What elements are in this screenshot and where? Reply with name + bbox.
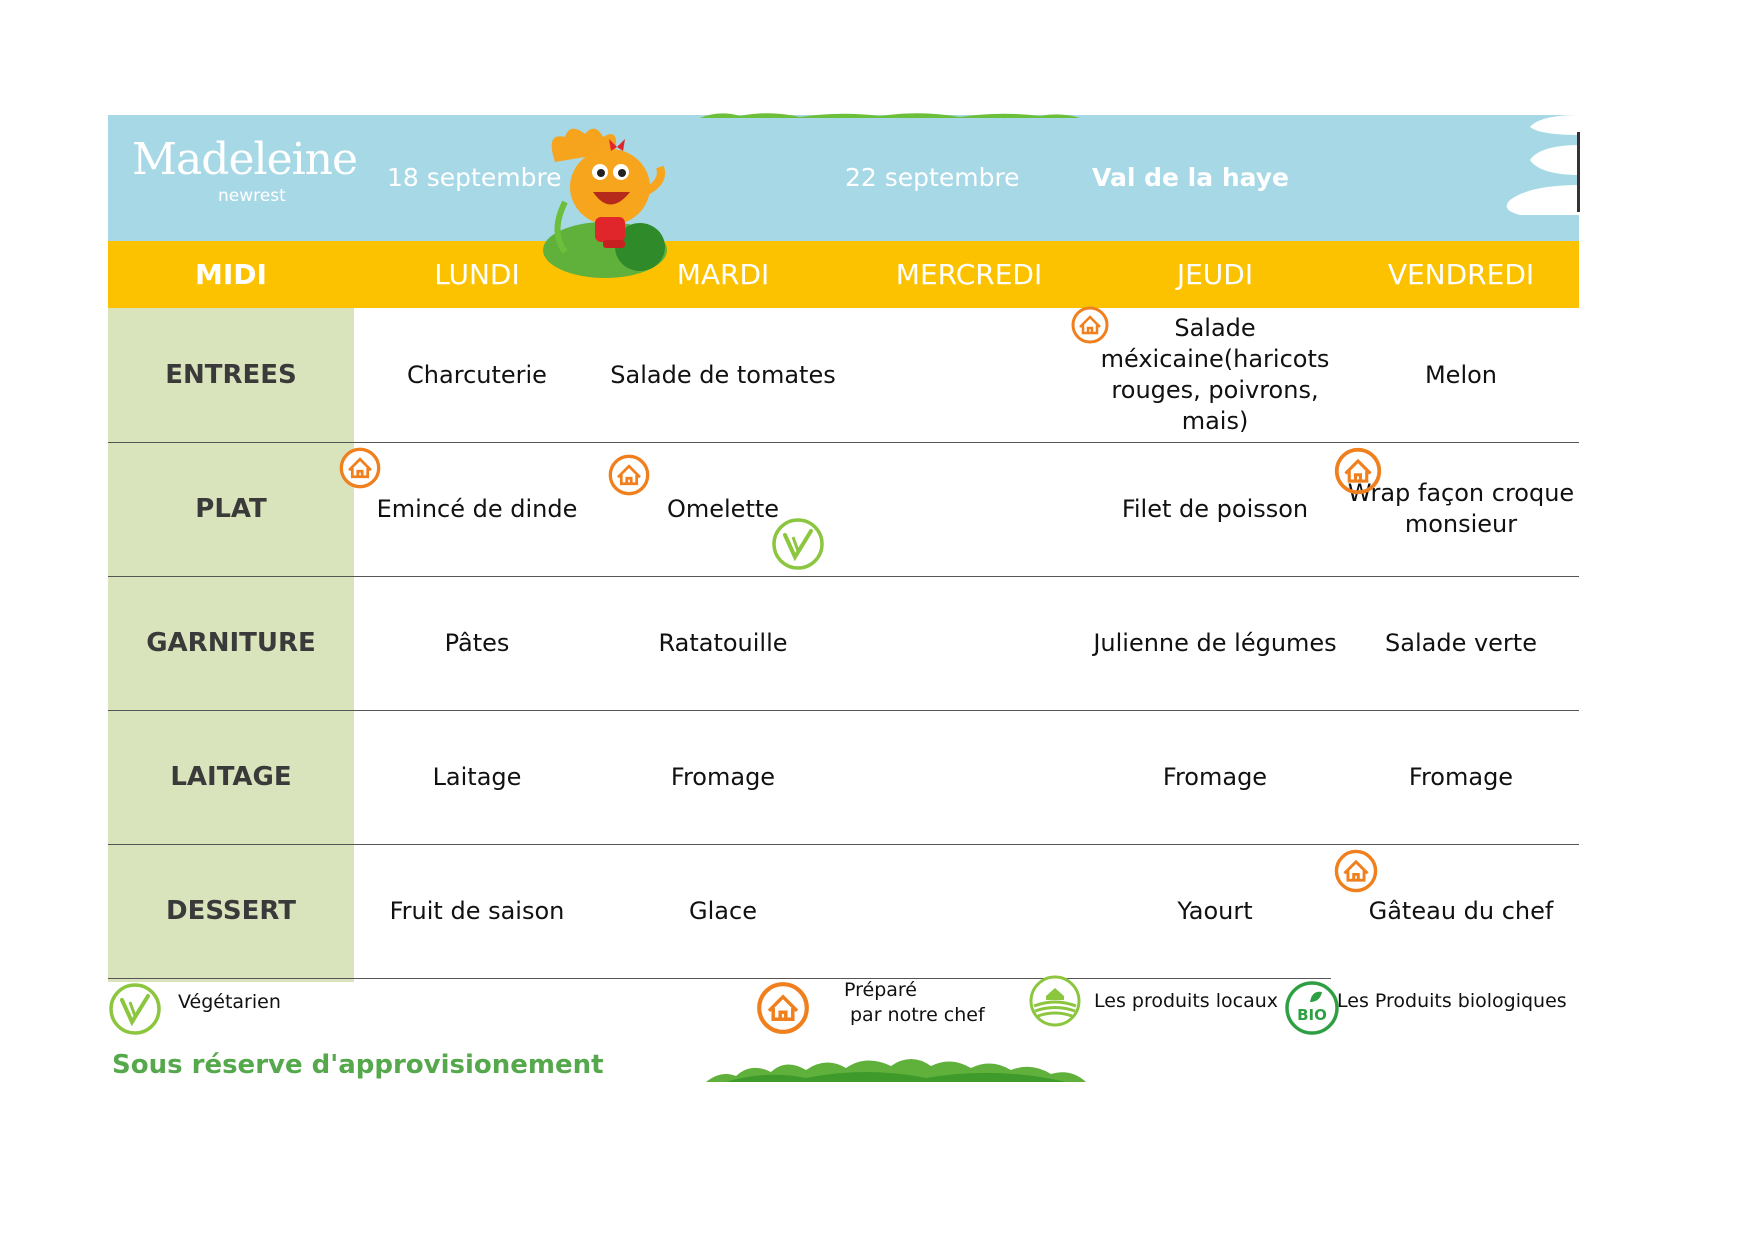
chef-house-icon: [1334, 447, 1382, 495]
row-divider: [108, 844, 1579, 845]
site-name: Val de la haye: [1092, 163, 1289, 192]
column-header-jeudi: JEUDI: [1176, 258, 1254, 291]
column-header-vendredi: VENDREDI: [1387, 258, 1535, 291]
menu-cell: Fromage: [1162, 762, 1268, 791]
supply-notice: Sous réserve d'approvisionement: [112, 1050, 604, 1080]
menu-cell: Wrap façon croque monsieur: [1347, 479, 1575, 538]
menu-cell: Melon: [1424, 360, 1498, 389]
menu-cell: Fromage: [670, 762, 776, 791]
row-label-garniture: GARNITURE: [146, 628, 316, 658]
chef-house-icon: [608, 454, 650, 496]
menu-cell: Fruit de saison: [389, 896, 565, 925]
menu-cell: Salade méxicaine(haricots rouges, poivro…: [1100, 314, 1330, 435]
mascot-illustration: [543, 128, 667, 278]
menu-cell: Yaourt: [1177, 896, 1253, 925]
column-header-midi: MIDI: [195, 258, 267, 291]
local-products-icon: [1029, 975, 1081, 1027]
column-header-mardi: MARDI: [676, 258, 770, 291]
menu-cell: Filet de poisson: [1121, 494, 1309, 523]
column-header-mercredi: MERCREDI: [895, 258, 1043, 291]
menu-cell: Salade de tomates: [610, 360, 836, 389]
chef-house-icon: [339, 447, 381, 489]
chef-house-icon: [1334, 849, 1378, 893]
menu-cell: Gâteau du chef: [1368, 896, 1554, 925]
leaves-decoration: [706, 1059, 1086, 1082]
bio-badge-text: BIO: [1297, 1006, 1327, 1024]
row-divider: [108, 442, 1579, 443]
menu-cell: [846, 308, 1092, 442]
date-start: 18 septembre: [387, 163, 562, 192]
menu-cell: Ratatouille: [658, 628, 788, 657]
row-divider: [108, 978, 1331, 979]
row-label-dessert: DESSERT: [166, 896, 296, 926]
row-label-laitage: LAITAGE: [170, 762, 292, 792]
day-header-band: [108, 241, 1579, 308]
cloud-decoration: [1506, 115, 1580, 215]
date-end: 22 septembre: [845, 163, 1020, 192]
vegetarian-v-icon: [772, 518, 824, 570]
menu-cell: Omelette: [666, 494, 780, 523]
menu-cell: [846, 844, 1092, 978]
menu-cell: Pâtes: [444, 628, 510, 657]
menu-cell: Laitage: [432, 762, 522, 791]
row-label-column: [108, 308, 354, 982]
chef-house-icon: [1071, 306, 1109, 344]
menu-cell: Glace: [689, 896, 757, 925]
chef-house-icon: [757, 982, 809, 1034]
menu-cell: [846, 576, 1092, 710]
legend-vegetarian-label: Végétarien: [178, 991, 281, 1013]
legend-chef-label-line1: Préparé: [844, 979, 917, 1001]
leaves-decoration: [700, 113, 1080, 118]
menu-cell: [846, 710, 1092, 844]
legend-chef-label-line2: par notre chef: [850, 1004, 985, 1026]
row-divider: [108, 576, 1579, 577]
bio-icon: BIO: [1285, 981, 1339, 1035]
menu-cell: Emincé de dinde: [376, 494, 578, 523]
menu-cell: Julienne de légumes: [1093, 628, 1337, 657]
menu-cell: Fromage: [1408, 762, 1514, 791]
vegetarian-v-icon: [109, 983, 161, 1035]
brand-logo: Madeleine: [132, 134, 358, 185]
menu-cell: Salade verte: [1385, 628, 1537, 657]
header-band: [108, 115, 1579, 241]
legend-bio-label: Les Produits biologiques: [1337, 990, 1567, 1012]
menu-cell: [846, 442, 1092, 576]
row-divider: [108, 710, 1579, 711]
row-label-entrees: ENTREES: [165, 360, 297, 390]
row-label-plat: PLAT: [195, 494, 267, 524]
menu-cell: Charcuterie: [407, 360, 547, 389]
legend-local-label: Les produits locaux: [1094, 990, 1279, 1012]
column-header-lundi: LUNDI: [434, 258, 520, 291]
brand-sub: newrest: [218, 186, 286, 206]
